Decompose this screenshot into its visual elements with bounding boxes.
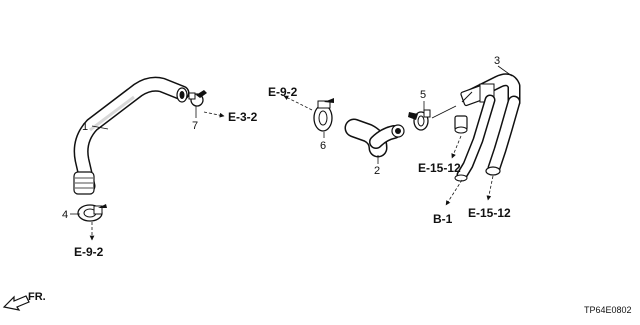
breather-hose-icon[interactable] bbox=[73, 76, 190, 195]
diagram-code: TP64E0802 bbox=[584, 305, 632, 315]
reference-arrow bbox=[445, 179, 463, 206]
reference-arrow bbox=[283, 95, 313, 111]
leader-line bbox=[431, 105, 457, 119]
reference-e-9-2-bottom[interactable]: E-9-2 bbox=[74, 245, 104, 259]
callout-6: 6 bbox=[320, 140, 326, 152]
leader-line bbox=[497, 65, 513, 77]
hose-clamp-icon[interactable] bbox=[77, 204, 107, 222]
reference-arrow bbox=[203, 111, 225, 118]
reference-arrow bbox=[451, 135, 462, 159]
callout-1: 1 bbox=[82, 121, 88, 133]
leader-line bbox=[91, 125, 109, 130]
callout-5: 5 bbox=[420, 89, 426, 101]
reference-e-9-2-top[interactable]: E-9-2 bbox=[268, 85, 298, 99]
reference-e-15-12-b[interactable]: E-15-12 bbox=[468, 206, 511, 220]
reference-e-15-12-a[interactable]: E-15-12 bbox=[418, 161, 461, 175]
elbow-hose-icon[interactable] bbox=[344, 118, 405, 158]
front-label: FR. bbox=[28, 291, 46, 303]
pcv-pipe-assembly-icon[interactable] bbox=[454, 73, 521, 182]
hose-clamp-icon[interactable] bbox=[408, 109, 431, 131]
hose-clamp-icon[interactable] bbox=[313, 98, 334, 132]
callout-7: 7 bbox=[192, 120, 198, 132]
reference-arrow bbox=[486, 175, 494, 201]
reference-e-3-2[interactable]: E-3-2 bbox=[228, 110, 258, 124]
callout-4: 4 bbox=[62, 209, 68, 221]
reference-b-1[interactable]: B-1 bbox=[433, 212, 453, 226]
callout-2: 2 bbox=[374, 165, 380, 177]
callout-3: 3 bbox=[494, 55, 500, 67]
hose-clamp-icon[interactable] bbox=[188, 90, 207, 107]
front-direction-arrow-icon bbox=[2, 295, 30, 311]
